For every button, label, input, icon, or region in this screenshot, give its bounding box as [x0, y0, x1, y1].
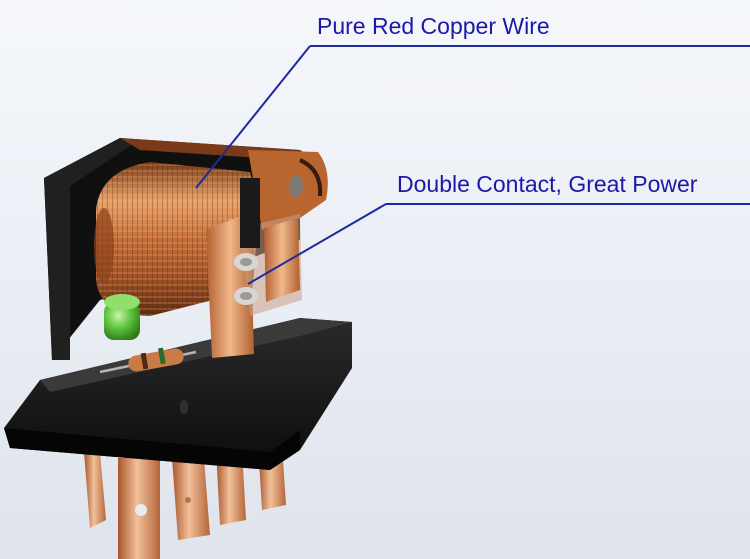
- double-contacts: [234, 175, 303, 305]
- callout-double-contact: [247, 203, 750, 285]
- relay-pins: [84, 445, 286, 559]
- label-double-contact: Double Contact, Great Power: [397, 171, 698, 197]
- callout-copper-wire: [195, 45, 750, 189]
- label-copper-wire: Pure Red Copper Wire: [317, 13, 550, 39]
- resistor: [99, 347, 197, 374]
- relay-base: [4, 318, 352, 470]
- copper-bracket: [206, 150, 328, 358]
- green-led: [104, 294, 140, 340]
